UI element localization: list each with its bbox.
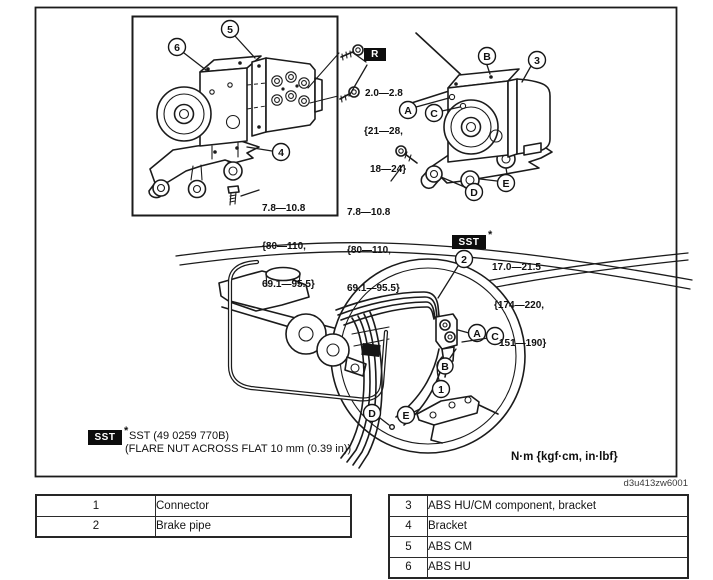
- bracket-bolt: [227, 185, 260, 206]
- assembled-abs-unit-view: A C B 3 D E: [390, 32, 553, 202]
- figure-outer-border: [34, 6, 678, 478]
- frame-line: [175, 242, 693, 281]
- callout-B-assembly: B: [477, 46, 497, 75]
- abs-hu-drawing: [156, 55, 262, 147]
- part-number-cell: 4: [388, 515, 428, 537]
- part-name-cell: Bracket: [427, 515, 689, 537]
- callout-A-assembly: A: [398, 97, 450, 120]
- callout-C-assembly: C: [424, 103, 461, 123]
- svg-text:A: A: [404, 105, 412, 117]
- part-number-cell: 6: [388, 556, 428, 579]
- torque-spec-flare-nut: 17.0—21.5 {174—220, 151—190}: [492, 236, 546, 364]
- part-name-cell: Connector: [155, 494, 352, 517]
- callout-E-assembly: E: [479, 167, 516, 193]
- cm-port-circles: [271, 71, 310, 107]
- cm-mounting-screws: [307, 44, 368, 104]
- legend-row: 1 Connector: [35, 494, 352, 517]
- sst-note-asterisk: *: [124, 425, 129, 437]
- sst-asterisk: *: [488, 229, 493, 241]
- torque-line: {21—28,: [364, 125, 403, 137]
- svg-text:C: C: [491, 331, 499, 343]
- torque-line: {174—220,: [494, 299, 545, 311]
- legend-row: 3 ABS HU/CM component, bracket: [388, 494, 689, 517]
- master-cylinder-drawing: [218, 266, 390, 377]
- svg-text:4: 4: [278, 147, 284, 159]
- legend-row: 6 ABS HU: [388, 556, 689, 579]
- callout-E-main: E: [396, 405, 421, 425]
- sst-badge-label: SST: [458, 236, 480, 248]
- sst-badge-note: SST: [88, 430, 122, 445]
- torque-line: 7.8—10.8: [262, 202, 306, 214]
- torque-line: 17.0—21.5: [492, 261, 541, 273]
- legend-table-left: 1 Connector 2 Brake pipe: [35, 494, 352, 538]
- svg-text:5: 5: [227, 24, 233, 36]
- svg-text:1: 1: [438, 384, 444, 396]
- callout-D-assembly: D: [440, 176, 484, 202]
- part-number-cell: 5: [388, 536, 428, 558]
- svg-text:2: 2: [461, 254, 467, 266]
- abs-cm-drawing: [246, 57, 323, 137]
- svg-text:C: C: [430, 108, 438, 120]
- exploded-abs-unit-view: 5 6 4: [148, 19, 368, 206]
- legend-row: 2 Brake pipe: [35, 515, 352, 538]
- callout-6: 6: [167, 37, 207, 71]
- legend-row: 4 Bracket: [388, 515, 689, 537]
- torque-line: 7.8—10.8: [347, 206, 391, 218]
- installed-view: 2 A C B 1 D E: [175, 242, 693, 469]
- callout-A-main: A: [457, 323, 487, 343]
- callout-5: 5: [220, 19, 256, 59]
- torque-spec-bracket-bolt-inset: 7.8—10.8 {80—110, 69.1—95.5}: [262, 177, 315, 305]
- r-badge: R: [364, 48, 386, 61]
- torque-line: 151—190}: [499, 338, 547, 350]
- sst-badge-flare-nut: SST: [452, 235, 486, 249]
- svg-text:D: D: [470, 187, 478, 199]
- pipe-clamp: [361, 342, 381, 358]
- torque-spec-bracket-bolt-assembly: 7.8—10.8 {80—110, 69.1—95.5}: [347, 181, 400, 309]
- part-name-cell: ABS CM: [427, 536, 689, 558]
- legend-row: 5 ABS CM: [388, 536, 689, 558]
- part-name-cell: Brake pipe: [155, 515, 352, 538]
- bracket-drawing: [148, 140, 260, 199]
- r-badge-label: R: [371, 49, 379, 60]
- torque-line: 69.1—95.5}: [347, 283, 400, 295]
- frame-line: [179, 251, 691, 290]
- sst-note-line1: SST (49 0259 770B): [129, 430, 230, 442]
- svg-text:D: D: [368, 408, 376, 420]
- callout-C-main: C: [461, 326, 505, 346]
- svg-text:A: A: [473, 328, 481, 340]
- svg-text:B: B: [441, 361, 449, 373]
- torque-line: 2.0—2.8: [365, 87, 403, 99]
- callout-3: 3: [521, 50, 547, 83]
- part-name-cell: ABS HU/CM component, bracket: [427, 494, 689, 517]
- assembly-bracket-bolt: [390, 145, 418, 182]
- svg-text:E: E: [502, 178, 509, 190]
- torque-line: 69.1—95.5}: [262, 279, 315, 291]
- callout-D-main: D: [362, 403, 396, 431]
- sst-badge-label: SST: [94, 432, 116, 443]
- legend-table-right: 3 ABS HU/CM component, bracket 4 Bracket…: [388, 494, 689, 579]
- svg-text:E: E: [402, 410, 409, 422]
- svg-text:6: 6: [174, 42, 180, 54]
- part-number-cell: 3: [388, 494, 428, 517]
- callout-2: 2: [437, 249, 474, 299]
- figure-code: d3u413zw6001: [623, 478, 688, 489]
- torque-units-note: N·m {kgf·cm, in·lbf}: [511, 451, 618, 463]
- callout-4: 4: [246, 142, 291, 162]
- inset-detail-box: [131, 15, 339, 217]
- svg-text:B: B: [483, 51, 491, 63]
- torque-line: 18—24}: [370, 164, 407, 176]
- part-number-cell: 2: [35, 515, 156, 538]
- torque-line: {80—110,: [347, 244, 391, 256]
- part-name-cell: ABS HU: [427, 556, 689, 579]
- svg-text:3: 3: [534, 55, 540, 67]
- part-number-cell: 1: [35, 494, 156, 517]
- pipe-bracket: [416, 395, 499, 444]
- assembly-unit-drawing: [443, 68, 551, 163]
- sst-note-line2: (FLARE NUT ACROSS FLAT 10 mm (0.39 in)): [125, 443, 352, 455]
- callout-1: 1: [431, 356, 451, 399]
- torque-line: {80—110,: [262, 240, 306, 252]
- torque-spec-cm-screws: 2.0—2.8 {21—28, 18—24}: [364, 62, 406, 190]
